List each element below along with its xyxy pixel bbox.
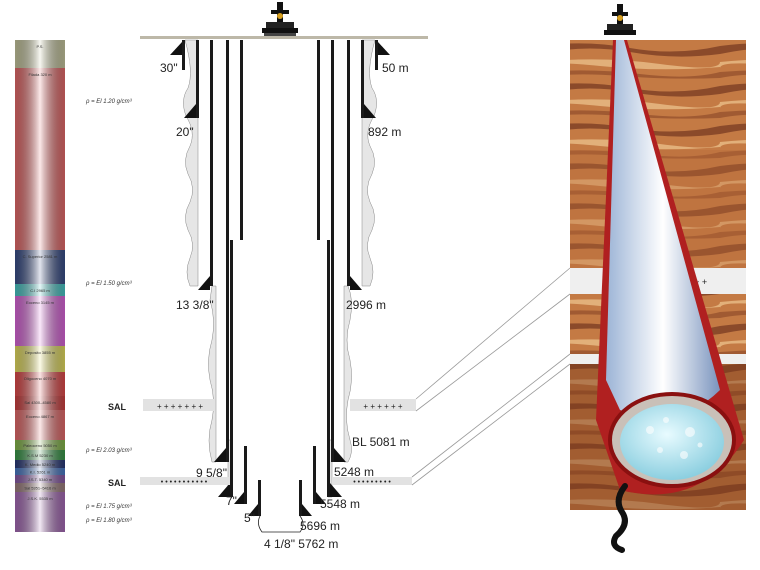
column-unit-sheen [15, 460, 65, 468]
casing-13-label: 13 3/8" [176, 298, 214, 312]
cement-13-left [208, 285, 217, 463]
column-unit-sheen [15, 410, 65, 440]
casing-5-label: 5" [244, 511, 255, 525]
column-unit-sheen [15, 475, 65, 483]
open-hole [258, 515, 304, 533]
casing-shoes [170, 42, 390, 516]
column-unit-label: C.I 2965 m [30, 288, 50, 293]
column-unit-label: Sal 5351–5416 m [24, 486, 56, 491]
depth-5696-label: 5696 m [300, 519, 340, 533]
depth-2996-label: 2996 m [346, 298, 386, 312]
column-unit-sheen [15, 68, 65, 250]
column-unit-sheen [15, 492, 65, 532]
column-unit-label: Paleoceno 5050 m [23, 443, 57, 448]
sal-upper-label: SAL [108, 402, 127, 412]
svg-text:• • • • • • • • •: • • • • • • • • • [353, 479, 391, 486]
ground-surface [140, 36, 428, 39]
fluid-surface [620, 404, 724, 480]
column-unit-sheen [15, 450, 65, 460]
column-unit-label: K.I. 5261 m [30, 470, 51, 475]
column-unit-label: J.S.K. 5535 m [27, 496, 53, 501]
svg-text:+ + + + + + +: + + + + + + + [157, 402, 203, 411]
open-hole-trace [611, 483, 628, 553]
drilling-rig-icon [262, 2, 298, 36]
column-unit-sheen [15, 296, 65, 346]
column-unit-label: Deposito 3855 m [25, 350, 56, 355]
stratigraphic-column: P.S. Filada 320 m C. Superior 2581 m C.I 29… [15, 40, 65, 532]
svg-text:• • • • • • • • • • •: • • • • • • • • • • • [161, 479, 208, 486]
column-unit-label: J.S.T. 5340 m [28, 477, 53, 482]
column-unit-label: Eoceno 3145 m [26, 300, 55, 305]
salt-connector-lines [411, 267, 571, 486]
density-label-3: ρ = El 2.03 g/cm³ [85, 448, 133, 454]
depth-892-label: 892 m [368, 125, 401, 139]
column-unit-label: Eoceno 4867 m [26, 414, 55, 419]
depth-50-label: 50 m [382, 61, 409, 75]
fluid-bubbles [646, 417, 703, 459]
well-schematic: + + + + + + + + + + + + + • • • • • • • … [85, 2, 428, 551]
column-unit-sheen [15, 483, 65, 492]
drilling-rig-icon-right [604, 4, 636, 35]
column-unit-label: P.S. [36, 44, 43, 49]
salt-layer-lower: • • • • • • • • • • • • • • • • • • • • [140, 477, 412, 486]
casing-30-label: 30" [160, 61, 178, 75]
casing-20-label: 20" [176, 125, 194, 139]
depth-5248-label: 5248 m [334, 465, 374, 479]
liner-top-label: BL 5081 m [352, 435, 410, 449]
density-label-2: ρ = El 1.50 g/cm³ [85, 281, 133, 287]
cement-30-right [361, 39, 377, 287]
sal-lower-label: SAL [108, 478, 127, 488]
column-unit-label: C. Superior 2581 m [23, 254, 58, 259]
density-label-1: ρ = El 1.20 g/cm³ [85, 99, 133, 105]
casing-4-label: 4 1/8" 5762 m [264, 537, 338, 551]
density-label-5: ρ = El 1.80 g/cm³ [85, 518, 133, 524]
column-unit-label: Filada 320 m [28, 72, 52, 77]
column-unit-sheen [15, 40, 65, 68]
column-unit-label: K. Medio 5240 m [25, 462, 56, 467]
depth-5548-label: 5548 m [320, 497, 360, 511]
svg-text:+ + + + + +: + + + + + + [363, 402, 402, 411]
column-unit-sheen [15, 250, 65, 284]
density-label-4: ρ = El 1.75 g/cm³ [85, 504, 133, 510]
salt-layer-upper: + + + + + + + + + + + + + [143, 399, 416, 411]
column-unit-sheen [15, 284, 65, 296]
column-unit-sheen [15, 396, 65, 410]
casing-strings [182, 40, 378, 516]
casing-9-label: 9 5/8" [196, 466, 227, 480]
column-unit-label: K.S.M 5230 m [27, 453, 53, 458]
column-unit-sheen [15, 372, 65, 396]
cement-30-left [183, 39, 199, 287]
wellbore-3d-panel: + + + + + + + + + + + + + + + + + + + + … [570, 4, 746, 553]
column-unit-sheen [15, 468, 65, 475]
column-unit-label: Sal 4300–4580 m [24, 400, 56, 405]
column-unit-label: Oligoceno 4070 m [24, 376, 57, 381]
casing-7-label: 7" [226, 494, 237, 508]
column-unit-sheen [15, 346, 65, 372]
cement-13-right [343, 285, 352, 463]
wellbore-interior [606, 40, 720, 417]
column-unit-sheen [15, 440, 65, 450]
